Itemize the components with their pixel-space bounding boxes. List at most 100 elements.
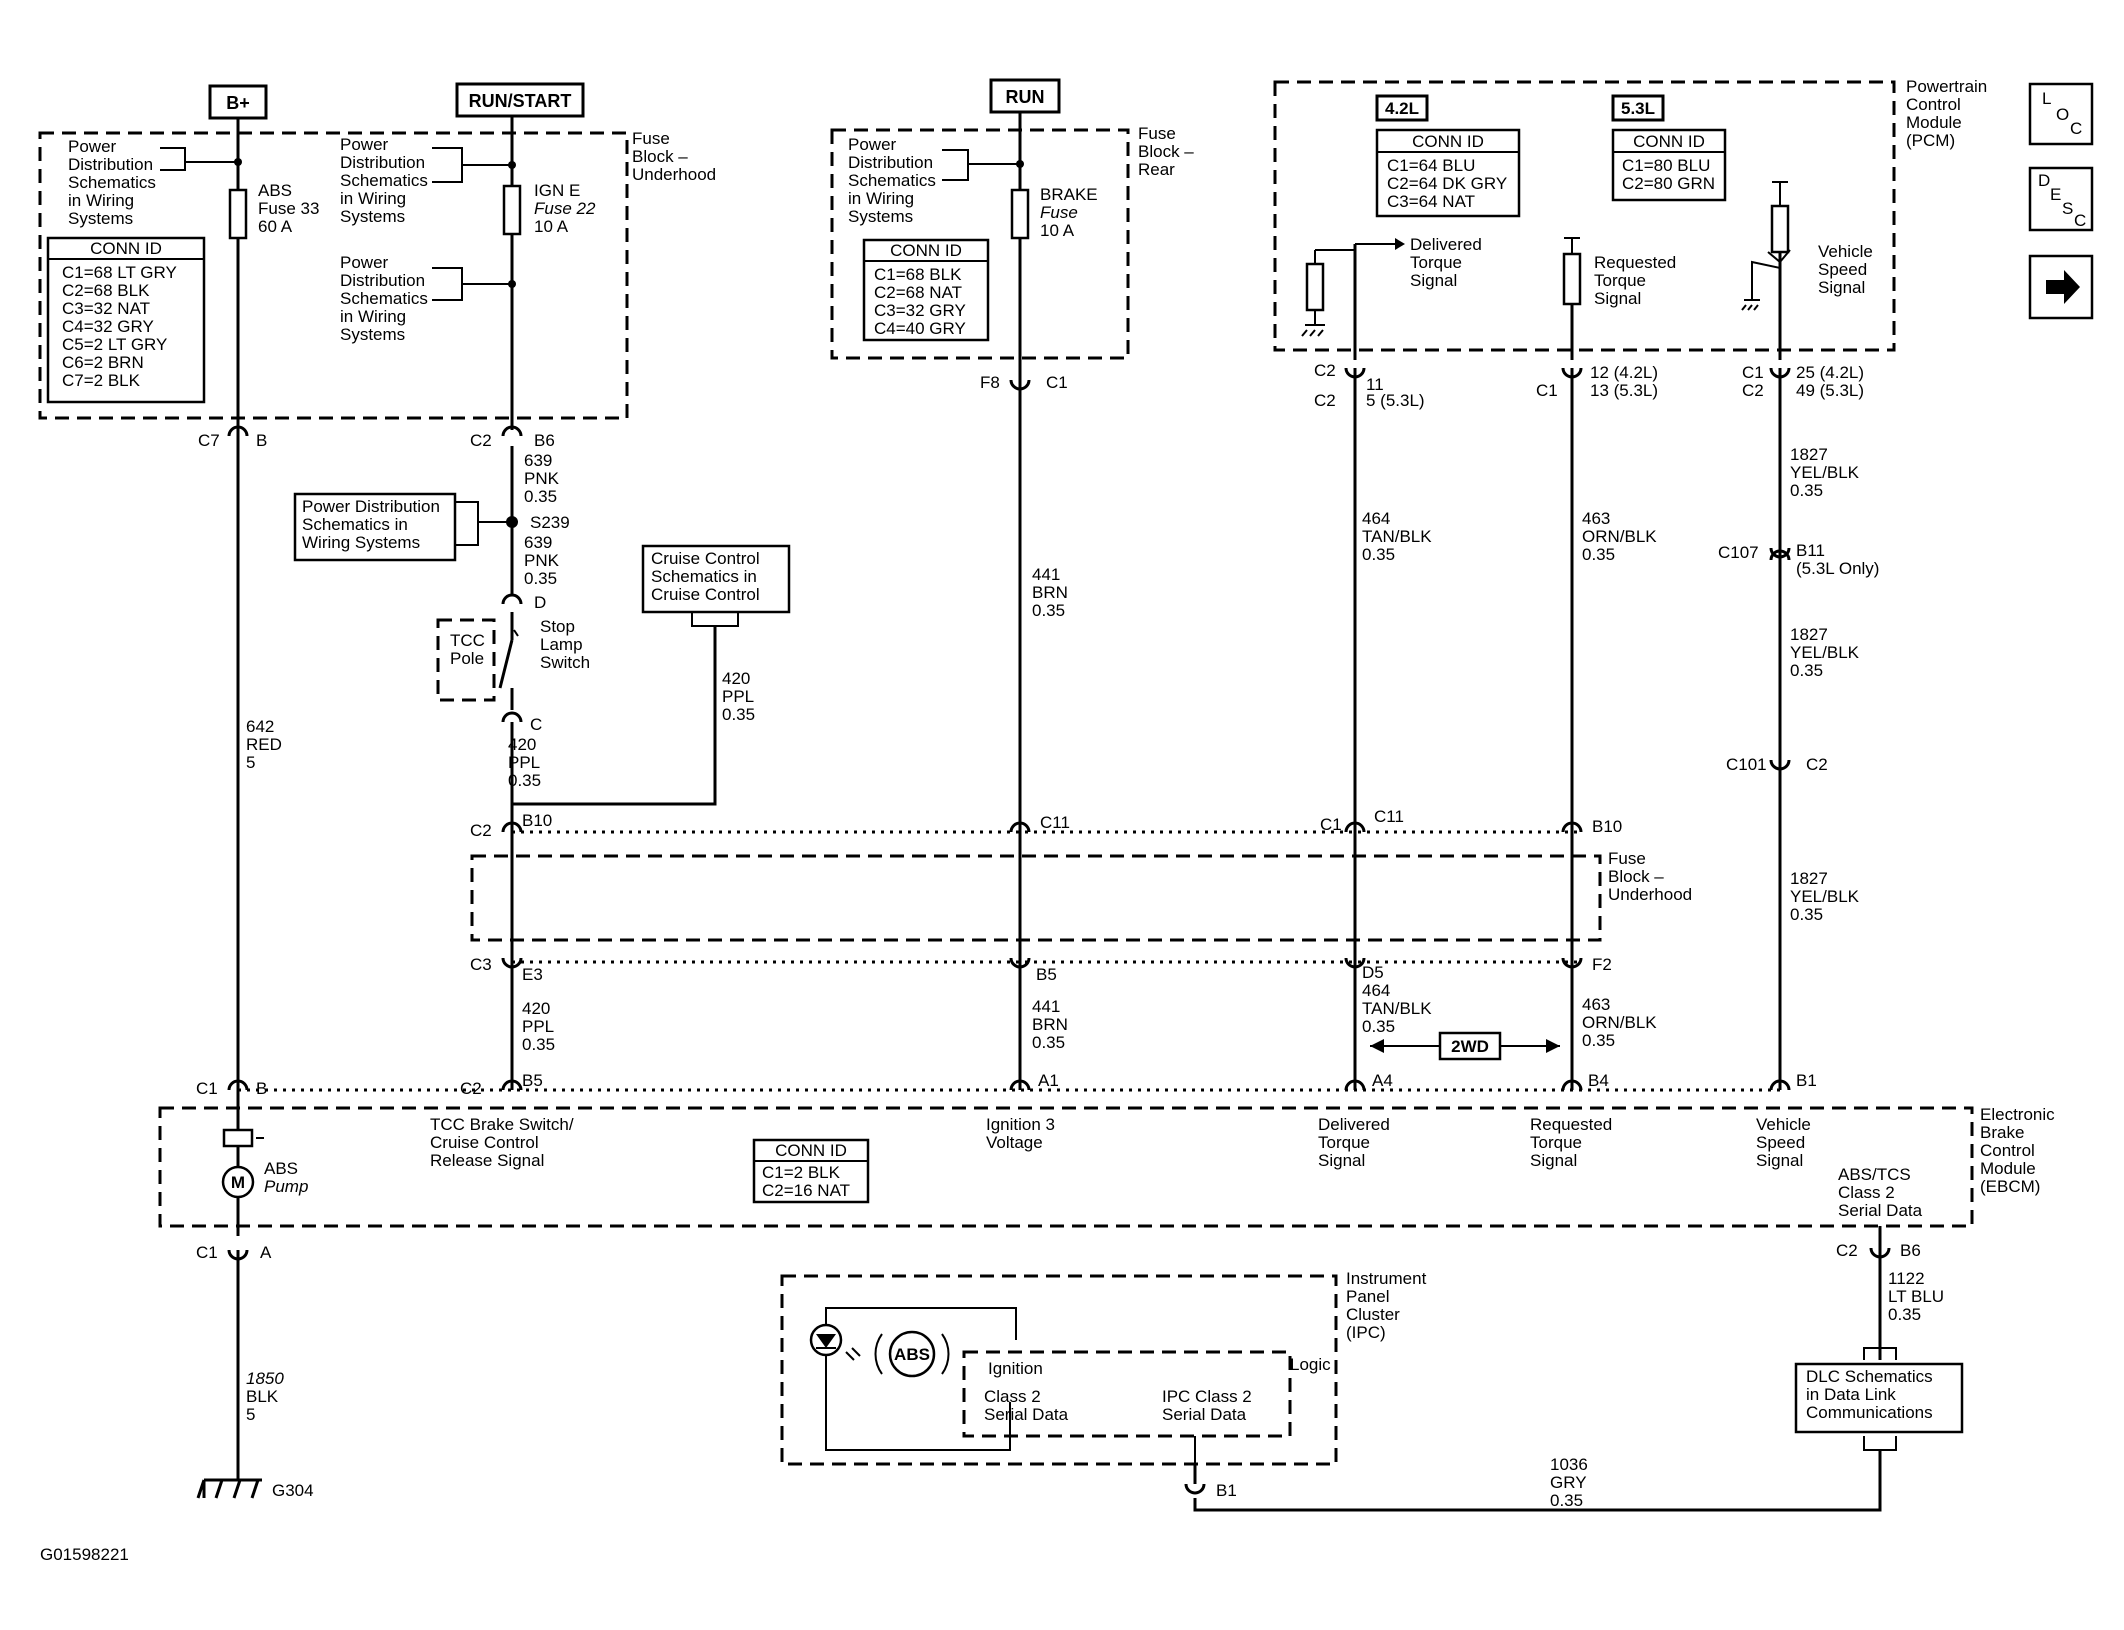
svg-text:10 A: 10 A: [1040, 221, 1075, 240]
ebcm-vehicle-speed: Vehicle Speed Signal: [1756, 1115, 1811, 1170]
svg-text:C11: C11: [1040, 813, 1070, 832]
svg-text:A: A: [260, 1243, 272, 1262]
svg-text:1036: 1036: [1550, 1455, 1588, 1474]
pump-relay-coil: [222, 1128, 254, 1148]
svg-text:1122: 1122: [1888, 1269, 1925, 1288]
svg-text:Torque: Torque: [1594, 271, 1646, 290]
ipc-label: Instrument Panel Cluster (IPC): [1346, 1269, 1427, 1342]
pd-bracket-rear: [942, 149, 1020, 181]
svg-text:ORN/BLK: ORN/BLK: [1582, 1013, 1657, 1032]
splice-dot-1: [234, 158, 242, 166]
svg-text:Torque: Torque: [1410, 253, 1462, 272]
ipc-lamp-circuit: [825, 1307, 1017, 1451]
wire-464-label-a: 464 TAN/BLK 0.35: [1362, 509, 1432, 564]
svg-text:C1: C1: [1046, 373, 1068, 392]
wire-420-label-b: 420 PPL 0.35: [722, 669, 755, 724]
desc-icon[interactable]: D E S C: [2028, 166, 2094, 232]
svg-text:Brake: Brake: [1980, 1123, 2024, 1142]
svg-text:Powertrain: Powertrain: [1906, 77, 1987, 96]
svg-text:0.35: 0.35: [1888, 1305, 1921, 1324]
arrow-right-icon[interactable]: [2028, 254, 2094, 320]
svg-text:639: 639: [524, 451, 552, 470]
svg-text:C1: C1: [1320, 815, 1342, 834]
wire-1827-label-c: 1827 YEL/BLK 0.35: [1790, 869, 1860, 924]
abs-pump-motor-icon: M: [221, 1165, 255, 1199]
svg-text:B1: B1: [1796, 1071, 1817, 1090]
svg-text:PPL: PPL: [722, 687, 754, 706]
conn-f8-c1: [1009, 379, 1031, 391]
svg-text:Voltage: Voltage: [986, 1133, 1043, 1152]
svg-text:ABS: ABS: [264, 1159, 298, 1178]
svg-text:Schematics: Schematics: [68, 173, 156, 192]
splice-dot-2: [508, 161, 516, 169]
svg-text:Control: Control: [1980, 1141, 2035, 1160]
header-b-plus: B+: [208, 84, 268, 120]
svg-text:M: M: [231, 1173, 245, 1192]
pd-schematics-ref-3: Power Distribution Schematics in Wiring …: [340, 253, 428, 344]
svg-text:YEL/BLK: YEL/BLK: [1790, 887, 1860, 906]
svg-text:(IPC): (IPC): [1346, 1323, 1386, 1342]
svg-text:B6: B6: [1900, 1241, 1921, 1260]
svg-text:0.35: 0.35: [1362, 1017, 1395, 1036]
svg-text:Vehicle: Vehicle: [1756, 1115, 1811, 1134]
svg-text:Power: Power: [68, 137, 117, 156]
brake-fuse-label: BRAKE Fuse 10 A: [1040, 185, 1098, 240]
svg-text:0.35: 0.35: [1582, 545, 1615, 564]
dlc-box: DLC Schematics in Data Link Communicatio…: [1794, 1362, 1964, 1434]
svg-text:420: 420: [508, 735, 536, 754]
svg-text:639: 639: [524, 533, 552, 552]
svg-text:Control: Control: [1906, 95, 1961, 114]
svg-text:0.35: 0.35: [1582, 1031, 1615, 1050]
pcm-tag-5-3l: 5.3L: [1611, 94, 1665, 122]
two-wd-badge: 2WD: [1438, 1031, 1502, 1061]
ebcm-ign3: Ignition 3 Voltage: [986, 1115, 1055, 1152]
header-run-start: RUN/START: [455, 82, 585, 118]
svg-text:10 A: 10 A: [534, 217, 569, 236]
pcm-delivered-torque-circuit: Delivered Torque Signal: [1301, 235, 1482, 360]
svg-text:DLC Schematics: DLC Schematics: [1806, 1367, 1933, 1386]
svg-text:LT BLU: LT BLU: [1888, 1287, 1944, 1306]
pcm-vehicle-speed-circuit: Vehicle Speed Signal: [1741, 181, 1873, 360]
svg-text:G304: G304: [272, 1481, 314, 1500]
svg-text:Serial Data: Serial Data: [1162, 1405, 1247, 1424]
tcc-pole-label: TCC Pole: [450, 631, 485, 668]
svg-text:Fuse: Fuse: [632, 129, 670, 148]
svg-text:25 (4.2L): 25 (4.2L): [1796, 363, 1864, 382]
header-run-label: RUN: [1006, 87, 1045, 107]
svg-text:BLK: BLK: [246, 1387, 279, 1406]
svg-text:TCC Brake Switch/: TCC Brake Switch/: [430, 1115, 574, 1134]
svg-text:0.35: 0.35: [722, 705, 755, 724]
svg-text:in Wiring: in Wiring: [340, 189, 406, 208]
abs-fuse-33: [228, 188, 248, 240]
svg-text:0.35: 0.35: [1790, 481, 1823, 500]
svg-text:0.35: 0.35: [524, 487, 557, 506]
svg-text:441: 441: [1032, 565, 1060, 584]
svg-text:Ignition 3: Ignition 3: [986, 1115, 1055, 1134]
svg-text:Schematics: Schematics: [340, 289, 428, 308]
svg-text:Signal: Signal: [1318, 1151, 1365, 1170]
svg-text:0.35: 0.35: [508, 771, 541, 790]
svg-text:464: 464: [1362, 981, 1390, 1000]
svg-text:D5: D5: [1362, 963, 1384, 982]
svg-text:YEL/BLK: YEL/BLK: [1790, 463, 1860, 482]
splice-dot-rear: [1016, 160, 1024, 168]
conn-b1-ipc: [1184, 1483, 1206, 1495]
pd-box: Power Distribution Schematics in Wiring …: [293, 492, 457, 562]
svg-text:CONN ID: CONN ID: [1412, 132, 1484, 151]
svg-text:C1: C1: [1742, 363, 1764, 382]
svg-text:13 (5.3L): 13 (5.3L): [1590, 381, 1658, 400]
svg-text:C1: C1: [196, 1079, 218, 1098]
svg-text:Class 2: Class 2: [984, 1387, 1041, 1406]
svg-text:C101: C101: [1726, 755, 1767, 774]
svg-text:GRY: GRY: [1550, 1473, 1587, 1492]
wire-420-label-a: 420 PPL 0.35: [508, 735, 541, 790]
svg-text:C2: C2: [1314, 391, 1336, 410]
svg-text:C3=64 NAT: C3=64 NAT: [1387, 192, 1475, 211]
svg-text:D: D: [2038, 171, 2050, 190]
svg-text:60 A: 60 A: [258, 217, 293, 236]
stop-lamp-switch: [498, 612, 514, 710]
svg-text:CONN ID: CONN ID: [90, 239, 162, 258]
svg-text:PPL: PPL: [508, 753, 540, 772]
loc-icon[interactable]: L O C: [2028, 82, 2094, 146]
